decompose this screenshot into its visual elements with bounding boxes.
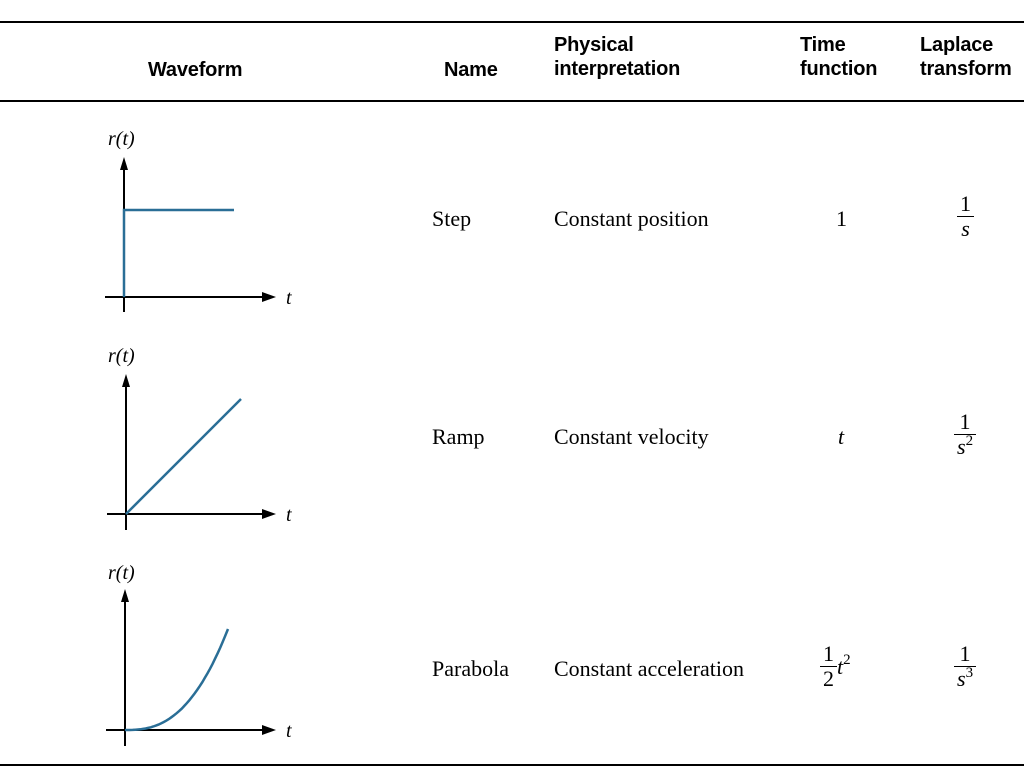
parabola-interpretation: Constant acceleration (554, 656, 744, 681)
header-laplace-line1: Laplace (920, 34, 994, 56)
step-time-function: 1 (836, 206, 847, 231)
ramp-interpretation: Constant velocity (554, 424, 709, 449)
ramp-waveform-plot: r(t) t (107, 345, 292, 530)
parabola-curve (125, 628, 230, 732)
step-interpretation: Constant position (554, 206, 709, 231)
parabola-time-variable: t2 (837, 651, 851, 679)
parabola-y-axis-arrow (121, 589, 129, 602)
step-x-axis-label: t (286, 287, 292, 309)
step-laplace-numerator: 1 (960, 191, 971, 216)
header-name: Name (444, 59, 498, 81)
step-waveform-plot: r(t) t (105, 128, 292, 312)
parabola-x-axis-arrow (262, 725, 276, 735)
ramp-time-function: t (838, 424, 845, 449)
step-x-axis-arrow (262, 292, 276, 302)
step-y-axis-label: r(t) (108, 128, 135, 150)
header-waveform: Waveform (148, 59, 243, 81)
ramp-name: Ramp (432, 424, 485, 449)
parabola-x-axis-label: t (286, 720, 292, 742)
ramp-laplace-fraction: 1 s2 (954, 409, 977, 460)
parabola-laplace-denominator: s3 (957, 665, 974, 692)
step-y-axis-arrow (120, 157, 128, 170)
parabola-time-fraction: 1 2 (820, 642, 837, 691)
fraction-bar (954, 666, 977, 668)
fraction-bar (954, 434, 977, 436)
parabola-time-denominator: 2 (823, 666, 834, 692)
bottom-rule (0, 764, 1024, 766)
header-laplace-line2: transform (920, 58, 1012, 80)
parabola-time-numerator: 1 (823, 641, 834, 666)
fraction-bar (820, 666, 837, 668)
header-time-line2: function (800, 58, 878, 80)
ramp-laplace-denominator: s2 (957, 433, 974, 460)
parabola-laplace-fraction: 1 s3 (954, 641, 977, 692)
step-laplace-fraction: 1 s (957, 192, 974, 241)
ramp-laplace-numerator: 1 (959, 409, 971, 434)
step-curve (122, 208, 234, 297)
parabola-time-function: 1 2 t2 (820, 642, 851, 691)
step-name: Step (432, 206, 472, 231)
parabola-name: Parabola (432, 656, 509, 681)
parabola-waveform-plot: r(t) t (106, 562, 292, 746)
ramp-curve (125, 398, 242, 515)
header-physical-line1: Physical (554, 34, 634, 56)
ramp-x-axis-arrow (262, 509, 276, 519)
header-time-line1: Time (800, 34, 846, 56)
header-rule (0, 100, 1024, 102)
ramp-x-axis-label: t (286, 504, 292, 526)
parabola-y-axis-label: r(t) (108, 562, 135, 584)
step-laplace-denominator: s (961, 216, 970, 242)
ramp-y-axis-label: r(t) (108, 345, 135, 367)
ramp-y-axis-arrow (122, 374, 130, 387)
top-rule (0, 21, 1024, 23)
header-physical-line2: interpretation (554, 58, 681, 80)
fraction-bar (957, 216, 974, 218)
parabola-laplace-numerator: 1 (959, 641, 971, 666)
